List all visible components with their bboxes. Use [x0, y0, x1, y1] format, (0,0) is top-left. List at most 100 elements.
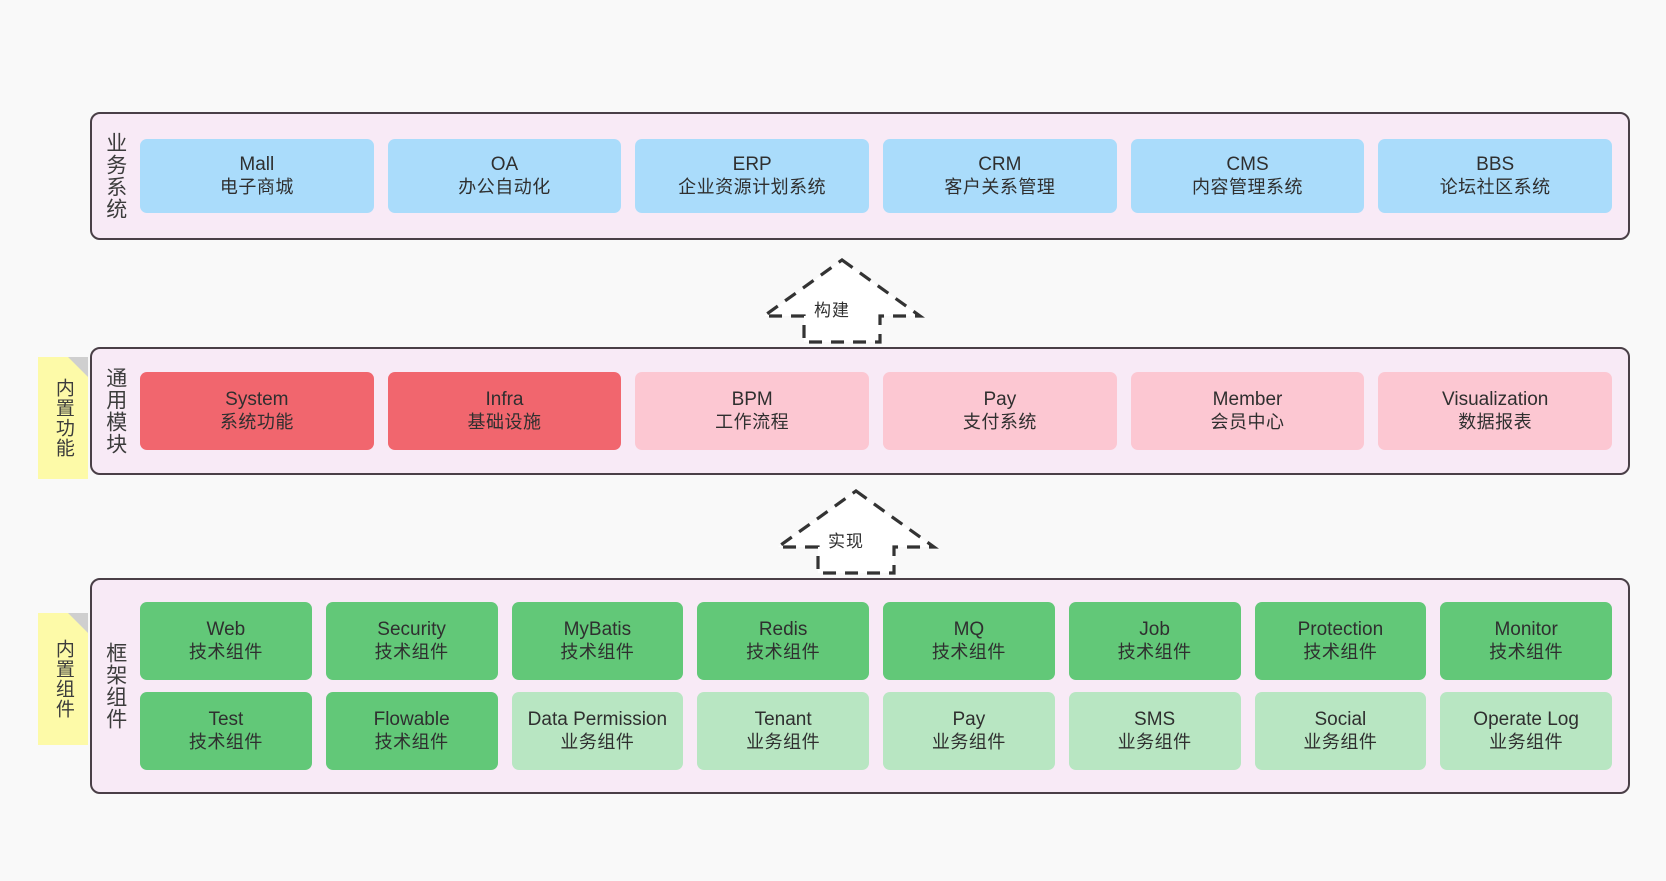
card-erp[interactable]: ERP 企业资源计划系统 [635, 139, 870, 213]
card-redis[interactable]: Redis 技术组件 [697, 602, 869, 680]
card-security[interactable]: Security 技术组件 [325, 602, 498, 680]
card-title: Test [208, 709, 244, 731]
card-bbs[interactable]: BBS 论坛社区系统 [1378, 139, 1613, 213]
card-subtitle: 工作流程 [715, 411, 790, 432]
card-subtitle: 系统功能 [219, 411, 294, 432]
sticky-note-builtin-function: 内置功能 [38, 357, 88, 479]
card-crm[interactable]: CRM 客户关系管理 [883, 139, 1117, 213]
card-sms[interactable]: SMS 业务组件 [1068, 692, 1241, 770]
arrow-label-build: 构建 [814, 301, 850, 320]
card-subtitle: 数据报表 [1458, 411, 1533, 432]
card-mall[interactable]: Mall 电子商城 [140, 139, 374, 213]
arrow-implement: 实现 [766, 485, 946, 577]
card-title: Visualization [1442, 389, 1549, 411]
card-subtitle: 技术组件 [931, 641, 1006, 662]
card-pay-module[interactable]: Pay 支付系统 [883, 372, 1117, 450]
card-subtitle: 技术组件 [188, 641, 263, 662]
card-subtitle: 技术组件 [188, 731, 263, 752]
card-row: System 系统功能 Infra 基础设施 BPM 工作流程 Pay 支付系统… [140, 372, 1613, 450]
card-title: Data Permission [527, 709, 668, 731]
card-title: Pay [983, 389, 1017, 411]
card-title: CMS [1226, 154, 1269, 176]
card-cms[interactable]: CMS 内容管理系统 [1130, 139, 1365, 213]
card-subtitle: 业务组件 [1117, 731, 1192, 752]
card-flowable[interactable]: Flowable 技术组件 [325, 692, 498, 770]
layer-framework-components: 框架组件 Web 技术组件 Security 技术组件 MyBatis 技术组件… [90, 578, 1630, 794]
card-social[interactable]: Social 业务组件 [1254, 692, 1427, 770]
card-title: Monitor [1494, 619, 1558, 641]
card-title: Pay [952, 709, 986, 731]
card-subtitle: 技术组件 [746, 641, 821, 662]
card-member[interactable]: Member 会员中心 [1130, 372, 1365, 450]
card-subtitle: 论坛社区系统 [1439, 176, 1551, 197]
layer-business-systems: 业务系统 Mall 电子商城 OA 办公自动化 ERP 企业资源计划系统 CRM… [90, 112, 1630, 240]
card-subtitle: 技术组件 [1489, 641, 1564, 662]
card-subtitle: 客户关系管理 [944, 176, 1056, 197]
card-title: Security [377, 619, 446, 641]
card-oa[interactable]: OA 办公自动化 [387, 139, 622, 213]
card-web[interactable]: Web 技术组件 [140, 602, 312, 680]
card-subtitle: 技术组件 [1117, 641, 1192, 662]
card-title: Flowable [373, 709, 450, 731]
layer-label-framework: 框架组件 [103, 642, 127, 730]
sticky-note-builtin-component: 内置组件 [38, 613, 88, 745]
card-title: Member [1212, 389, 1283, 411]
card-subtitle: 基础设施 [467, 411, 542, 432]
card-subtitle: 支付系统 [962, 411, 1037, 432]
card-tenant[interactable]: Tenant 业务组件 [697, 692, 869, 770]
card-subtitle: 业务组件 [931, 731, 1006, 752]
layer-label-common: 通用模块 [103, 367, 127, 455]
card-title: Redis [758, 619, 808, 641]
card-title: OA [490, 154, 519, 176]
card-title: Operate Log [1473, 709, 1579, 731]
card-subtitle: 业务组件 [1489, 731, 1564, 752]
card-test[interactable]: Test 技术组件 [140, 692, 312, 770]
card-subtitle: 内容管理系统 [1192, 176, 1304, 197]
card-bpm[interactable]: BPM 工作流程 [635, 372, 870, 450]
card-protection[interactable]: Protection 技术组件 [1254, 602, 1427, 680]
arrow-up-dashed-icon [773, 489, 939, 575]
card-title: BBS [1476, 154, 1515, 176]
card-title: Job [1139, 619, 1170, 641]
card-pay-component[interactable]: Pay 业务组件 [883, 692, 1055, 770]
card-title: System [225, 389, 289, 411]
card-subtitle: 技术组件 [560, 641, 635, 662]
layer-body-business: Mall 电子商城 OA 办公自动化 ERP 企业资源计划系统 CRM 客户关系… [138, 114, 1628, 238]
card-row: Test 技术组件 Flowable 技术组件 Data Permission … [140, 692, 1612, 770]
arrow-up-dashed-icon [759, 258, 925, 344]
card-visualization[interactable]: Visualization 数据报表 [1378, 372, 1613, 450]
card-title: ERP [732, 154, 772, 176]
card-subtitle: 办公自动化 [458, 176, 551, 197]
card-row: Web 技术组件 Security 技术组件 MyBatis 技术组件 Redi… [140, 602, 1612, 680]
card-monitor[interactable]: Monitor 技术组件 [1440, 602, 1612, 680]
arrow-build: 构建 [752, 254, 932, 346]
card-operate-log[interactable]: Operate Log 业务组件 [1440, 692, 1612, 770]
card-infra[interactable]: Infra 基础设施 [387, 372, 622, 450]
layer-label-business: 业务系统 [103, 132, 127, 220]
card-data-permission[interactable]: Data Permission 业务组件 [511, 692, 684, 770]
card-title: Mall [239, 154, 275, 176]
card-mq[interactable]: MQ 技术组件 [883, 602, 1055, 680]
card-system[interactable]: System 系统功能 [140, 372, 374, 450]
card-subtitle: 业务组件 [560, 731, 635, 752]
card-title: CRM [978, 154, 1022, 176]
card-subtitle: 业务组件 [1303, 731, 1378, 752]
card-subtitle: 企业资源计划系统 [678, 176, 827, 197]
layer-body-common: System 系统功能 Infra 基础设施 BPM 工作流程 Pay 支付系统… [138, 349, 1628, 473]
sticky-note-label: 内置功能 [52, 378, 74, 458]
arrow-label-implement: 实现 [828, 532, 864, 551]
layer-body-framework: Web 技术组件 Security 技术组件 MyBatis 技术组件 Redi… [138, 580, 1628, 792]
card-title: Protection [1297, 619, 1384, 641]
card-title: MQ [953, 619, 985, 641]
card-subtitle: 电子商城 [219, 176, 294, 197]
card-title: Social [1314, 709, 1367, 731]
card-subtitle: 技术组件 [374, 641, 449, 662]
card-subtitle: 会员中心 [1210, 411, 1285, 432]
card-title: BPM [731, 389, 773, 411]
card-job[interactable]: Job 技术组件 [1068, 602, 1241, 680]
card-mybatis[interactable]: MyBatis 技术组件 [511, 602, 684, 680]
sticky-note-label: 内置组件 [52, 639, 74, 719]
card-subtitle: 业务组件 [746, 731, 821, 752]
layer-common-modules: 通用模块 System 系统功能 Infra 基础设施 BPM 工作流程 Pay… [90, 347, 1630, 475]
